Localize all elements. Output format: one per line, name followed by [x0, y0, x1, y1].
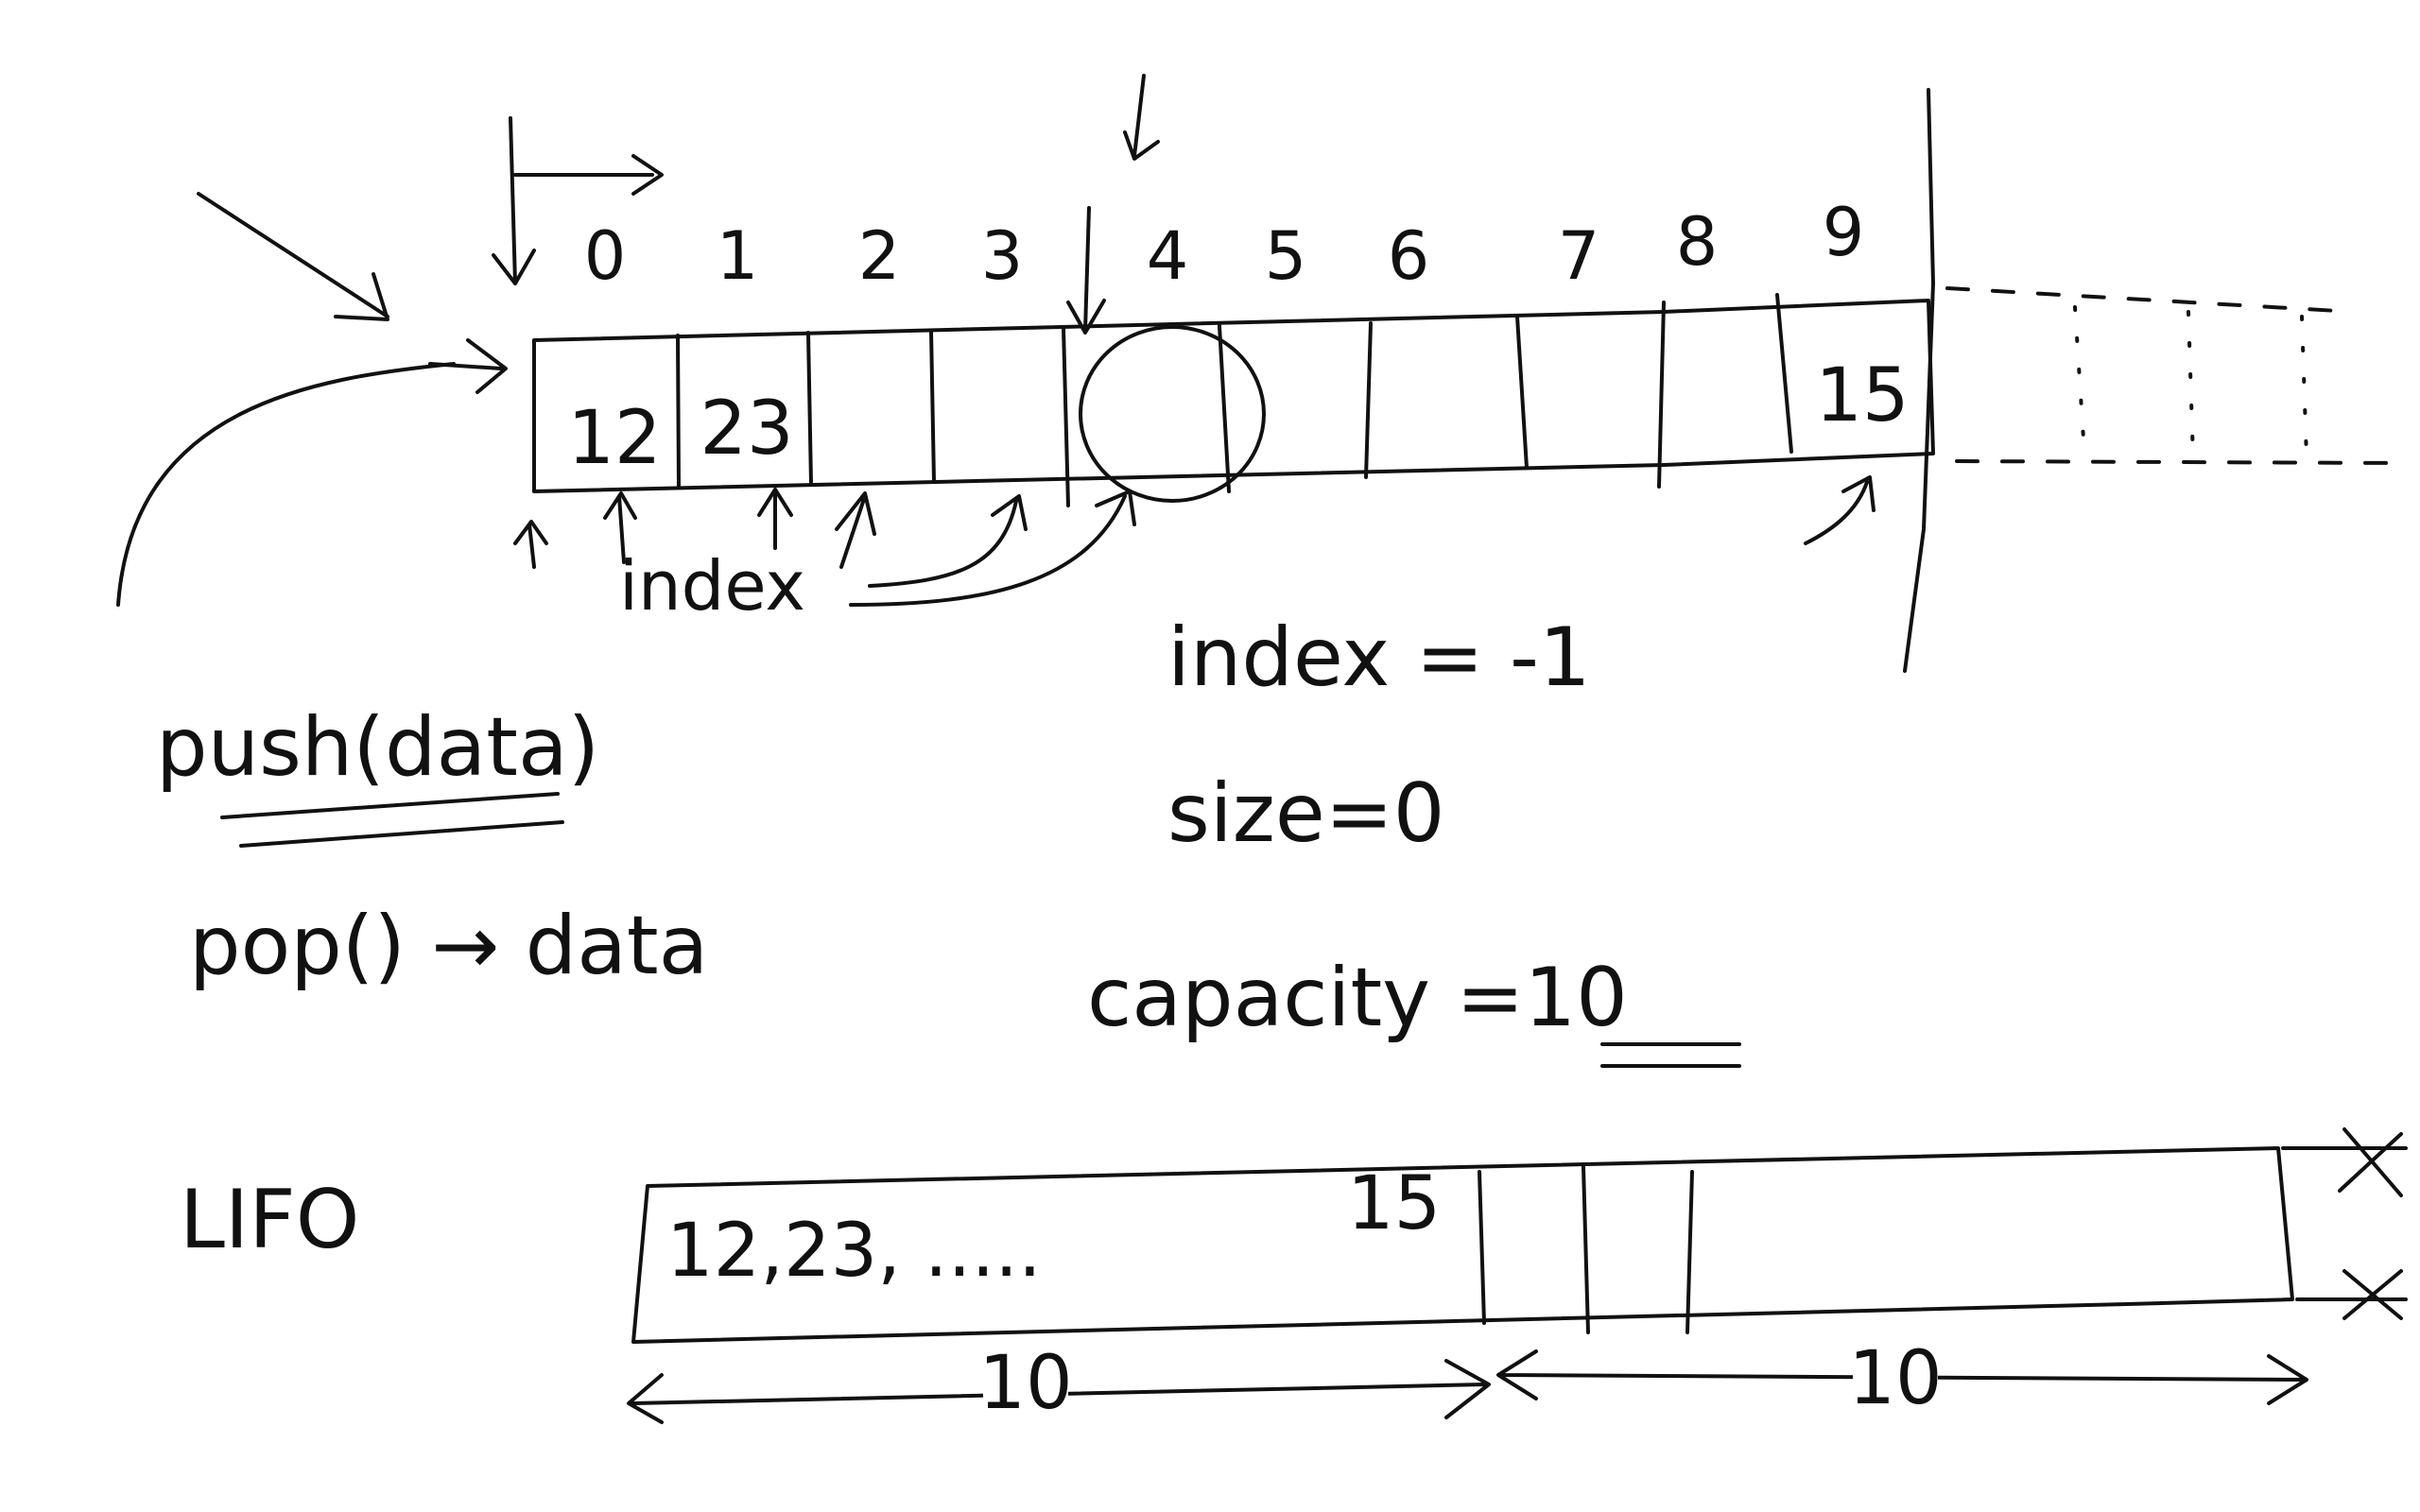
down-arrow-cell4 [1066, 206, 1106, 335]
underline [239, 820, 564, 848]
right-arrow-top [513, 154, 664, 196]
cell-divider [1062, 327, 1070, 507]
pop-method: pop() → data [189, 899, 708, 993]
cell-divider [1582, 1165, 1590, 1334]
resized-contents: 12,23, ..... [666, 1209, 1042, 1294]
index-labels: 0 1 2 3 4 5 6 7 8 9 [584, 194, 1865, 295]
extension-divider [2073, 305, 2086, 455]
resized-last-value: 15 [1347, 1161, 1441, 1246]
curved-arrow [849, 490, 1136, 607]
cell-divider [676, 334, 681, 489]
cell-value: 15 [1815, 353, 1909, 438]
cell-divider [806, 331, 813, 486]
resized-array: 12,23, ..... 15 10 10 [627, 1127, 2408, 1426]
cell-divider [1685, 1170, 1694, 1334]
index-label: 9 [1823, 194, 1865, 271]
stack-methods: push(data) pop() → data LIFO [156, 700, 708, 1267]
cell-value: 12 [567, 396, 661, 481]
stack-array [532, 88, 2403, 673]
cell-divider [1775, 293, 1793, 454]
lifo-label: LIFO [180, 1173, 359, 1267]
extension-bottom-edge [1955, 459, 2403, 465]
up-arrow [835, 491, 876, 569]
index-state: index = -1 [1167, 610, 1591, 705]
down-arrow-top [1123, 74, 1160, 161]
cell-divider [1478, 1170, 1486, 1325]
underline [220, 792, 560, 819]
index-label: 7 [1558, 217, 1600, 295]
cell-divider [1515, 315, 1529, 470]
extension-divider [2300, 315, 2308, 460]
cell-values: 12 23 15 [567, 353, 1909, 481]
cell-divider [929, 329, 936, 484]
up-arrow [513, 520, 548, 569]
curved-line-left [116, 362, 456, 607]
resized-array-outline [631, 1146, 2294, 1344]
cell-divider [1657, 301, 1666, 489]
index-label: 0 [584, 217, 627, 295]
size-state: size=0 [1167, 766, 1445, 861]
x-mark [2342, 1269, 2403, 1320]
index-pointer-label: index [619, 546, 805, 626]
label-backdrop [1853, 1347, 1938, 1413]
span-label: 10 [978, 1341, 1072, 1426]
index-label: 4 [1147, 217, 1189, 295]
curved-arrow [868, 494, 1028, 588]
circled-cell [1079, 325, 1266, 503]
extension-top-edge [1945, 286, 2356, 314]
annotation-arrows [116, 74, 1876, 607]
cell-value: 23 [700, 387, 793, 472]
up-arrow [757, 488, 793, 550]
stack-state: index = -1 size=0 capacity =10 [1087, 610, 1741, 1068]
down-arrow-start [492, 116, 536, 285]
index-label: 6 [1388, 217, 1430, 295]
push-method: push(data) [156, 700, 599, 795]
index-label: 3 [981, 217, 1024, 295]
extension-divider [2187, 310, 2195, 460]
capacity-wall [1903, 88, 1935, 673]
label-backdrop [983, 1351, 1068, 1418]
index-label: 2 [858, 217, 901, 295]
index-label: 5 [1265, 217, 1307, 295]
curved-arrow-last [1804, 475, 1876, 545]
index-label: 8 [1676, 203, 1719, 281]
cell-divider [1218, 324, 1231, 493]
capacity-state: capacity =10 [1087, 951, 1628, 1045]
x-mark [2338, 1127, 2403, 1197]
up-arrow [603, 491, 637, 564]
span-label: 10 [1848, 1336, 1942, 1421]
index-label: 1 [717, 217, 759, 295]
diagonal-arrow [197, 192, 389, 321]
cell-divider [1364, 321, 1373, 479]
